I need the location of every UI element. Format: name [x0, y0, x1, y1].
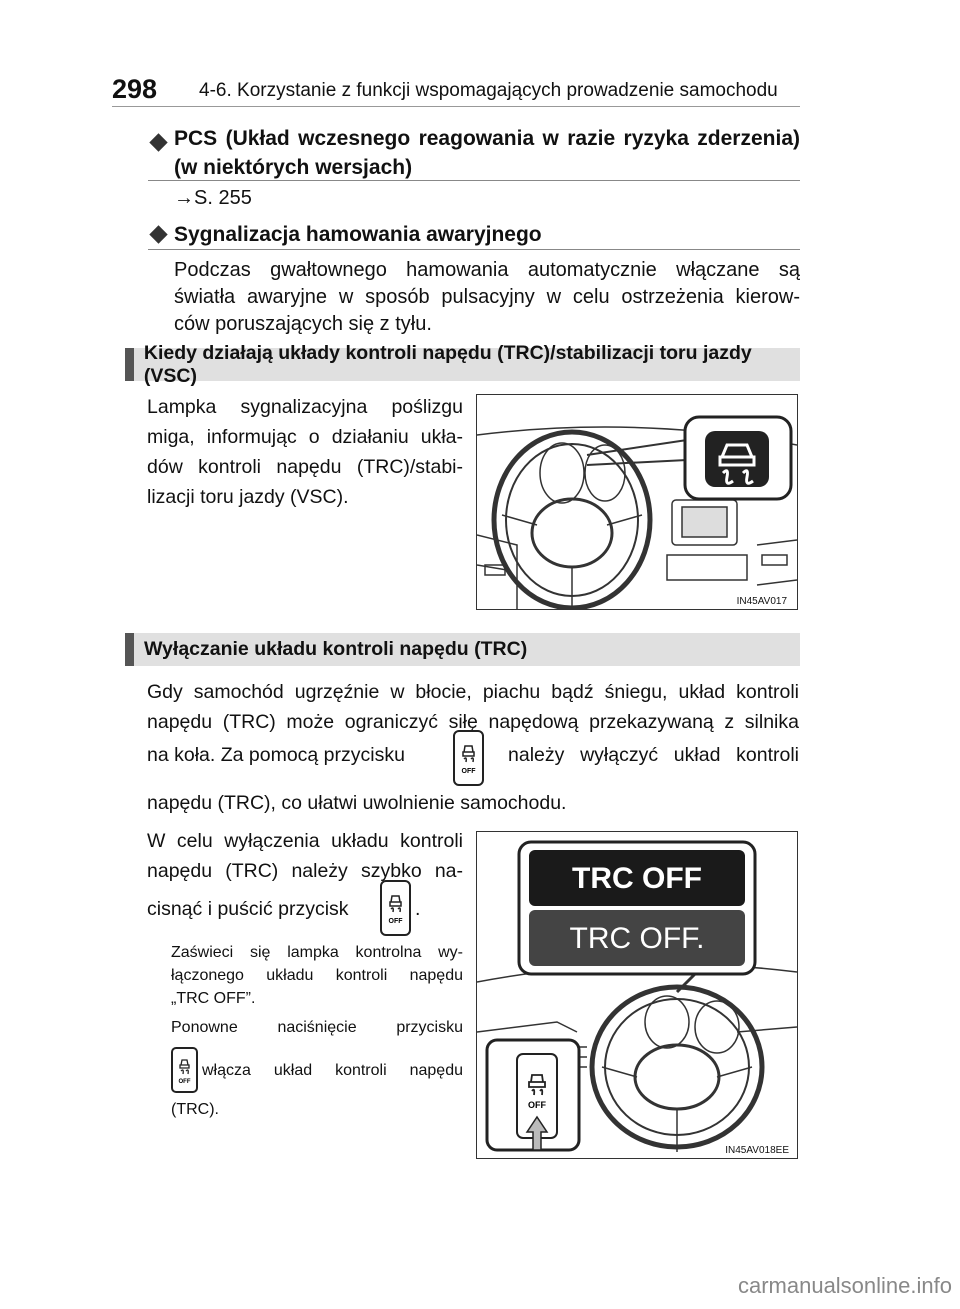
trc-off-p1-line3b: należy wyłączyć układ kontroli [508, 744, 799, 766]
emergency-line3: ców poruszających się z tyłu. [174, 313, 432, 335]
figure-code-1: IN45AV017 [736, 596, 787, 607]
svg-text:OFF: OFF [528, 1100, 546, 1110]
trc-vsc-paragraph: Lampka sygnalizacyjna poślizgu miga, inf… [147, 392, 463, 512]
trc-off-p2-line3b: . [415, 898, 421, 920]
trc-off-p1-line2: napędu (TRC) może ograniczyć siłę napędo… [147, 711, 799, 733]
trc-off-paragraph-1: Gdy samochód ugrzęźnie w błocie, piachu … [147, 677, 799, 737]
trc-off-illustration: TRC OFF TRC OFF. OFF [476, 840, 798, 1152]
pcs-separator [148, 180, 800, 181]
pcs-heading: PCS (Układ wczesnego reagowania w razie … [174, 124, 800, 182]
press-arrow-icon [525, 1115, 549, 1151]
pcs-reference: →S. 255 [174, 187, 252, 210]
trc-off-p1-line1: Gdy samochód ugrzęźnie w błocie, piachu … [147, 681, 799, 703]
emergency-paragraph: Podczas gwałtownego hamowania automatycz… [174, 257, 800, 338]
note2-line2: włącza układ kontroli napędu [202, 1062, 463, 1079]
trc-off-p2-line3a: cisnąć i puścić przycisk [147, 898, 349, 920]
page-number: 298 [112, 74, 158, 104]
note1-line1: Zaświeci się lampka kontrolna wy- [171, 944, 463, 961]
note2-line3: (TRC). [171, 1101, 219, 1118]
note2-line1: Ponowne naciśnięcie przycisku [171, 1019, 463, 1036]
trc-vsc-line3: dów kontroli napędu (TRC)/stabi- [147, 456, 463, 478]
trc-off-p2-line1: W celu wyłączenia układu kontroli [147, 830, 463, 852]
trc-off-p2-line2: napędu (TRC) należy szybko na- [147, 860, 463, 882]
diamond-bullet-icon [149, 225, 168, 244]
display-text-1: TRC OFF [572, 862, 702, 895]
running-title: 4-6. Korzystanie z funkcji wspomagającyc… [199, 80, 778, 101]
diamond-bullet-icon [149, 133, 168, 152]
trc-off-p1-line4: napędu (TRC), co ułatwi uwolnienie samoc… [147, 792, 567, 814]
emergency-separator [148, 249, 800, 250]
emergency-heading: Sygnalizacja hamowania awaryjnego [174, 223, 542, 246]
figure-code-2: IN45AV018EE [725, 1145, 789, 1156]
trc-vsc-line2: miga, informując o działaniu ukła- [147, 426, 463, 448]
trc-off-paragraph-2: W celu wyłączenia układu kontroli napędu… [147, 826, 463, 886]
trc-vsc-line4: lizacji toru jazdy (VSC). [147, 486, 349, 508]
trc-off-button-icon: OFF [453, 730, 484, 786]
figure-dashboard-slip-indicator: IN45AV017 [476, 394, 798, 611]
trc-off-button-icon: OFF [380, 880, 411, 936]
trc-off-button-icon: OFF [171, 1047, 198, 1093]
display-panel-bottom [529, 910, 745, 966]
figure-trc-off-display: TRC OFF TRC OFF. OFF IN45AV018EE [476, 831, 798, 1159]
pcs-heading-line2: (w niektórych wersjach) [174, 156, 413, 179]
header-rule [112, 106, 800, 107]
trc-vsc-line1: Lampka sygnalizacyjna poślizgu [147, 396, 463, 418]
pcs-heading-line1: PCS (Układ wczesnego reagowania w razie … [174, 127, 800, 150]
display-panel-top [529, 850, 745, 906]
svg-text:OFF: OFF [389, 918, 404, 925]
section-title-trc-off: Wyłączanie układu kontroli napędu (TRC) [144, 638, 528, 660]
trc-off-note-1: Zaświeci się lampka kontrolna wy- łączon… [171, 941, 463, 1010]
trc-off-p1-line3a: na koła. Za pomocą przycisku [147, 744, 405, 766]
footer-watermark: carmanualsonline.info [737, 1273, 952, 1298]
emergency-line2: światła awaryjne w sposób pulsacyjny w c… [174, 286, 800, 308]
pcs-ref-text: S. 255 [194, 187, 252, 209]
emergency-line1: Podczas gwałtownego hamowania automatycz… [174, 259, 800, 281]
svg-text:OFF: OFF [179, 1079, 191, 1085]
note1-line3: „TRC OFF”. [171, 990, 256, 1007]
display-text-2: TRC OFF. [570, 922, 705, 955]
section-title-trc-vsc: Kiedy działają układy kontroli napędu (T… [143, 341, 752, 387]
arrow-right-icon: → [174, 187, 194, 209]
section-bar-trc-off: Wyłączanie układu kontroli napędu (TRC) [125, 633, 800, 666]
note1-line2: łączonego układu kontroli napędu [171, 967, 463, 984]
dashboard-illustration [476, 415, 798, 611]
svg-text:OFF: OFF [462, 768, 477, 775]
section-bar-trc-vsc: Kiedy działają układy kontroli napędu (T… [125, 342, 800, 387]
slip-indicator-icon [705, 431, 769, 487]
